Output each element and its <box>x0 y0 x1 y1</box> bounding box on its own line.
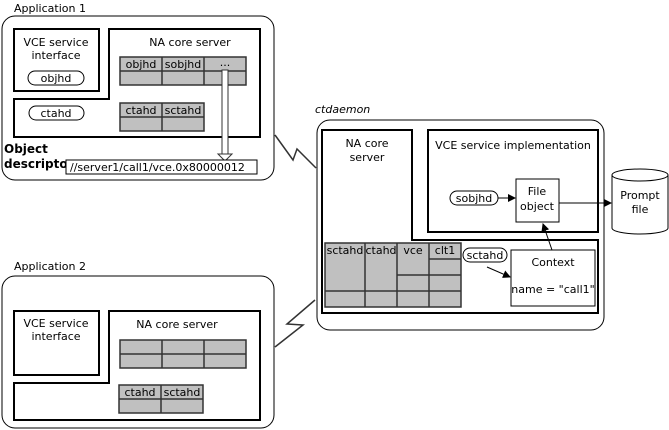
sctahd-pill <box>462 247 508 263</box>
connection-line-app1 <box>274 134 317 169</box>
object-descriptor-field <box>65 159 258 175</box>
table-header: ctahd <box>365 244 396 257</box>
prompt-file-cylinder: Prompt file <box>611 168 669 235</box>
table-header: ctahd <box>124 386 155 399</box>
app2-vce-label-1: VCE service <box>23 317 88 330</box>
sobjhd-label: sobjhd <box>456 192 492 205</box>
object-descriptor-label-1: Object <box>4 142 48 156</box>
file-object-label-2: object <box>520 200 555 213</box>
app1-na-core-label: NA core server <box>149 36 231 49</box>
ctdaemon: ctdaemon NA core server VCE service impl… <box>315 103 612 331</box>
file-object-label-1: File <box>528 185 547 198</box>
app1-vce-label-1: VCE service <box>23 36 88 49</box>
arrow-context-to-file <box>541 223 553 251</box>
table-header: sctahd <box>164 386 201 399</box>
vce-impl-label: VCE service implementation <box>435 139 591 152</box>
table-header: vce <box>403 244 423 257</box>
file-object-box <box>515 178 560 223</box>
table-header: ... <box>220 56 231 69</box>
context-box <box>510 249 596 307</box>
app2-vce-interface <box>13 310 100 376</box>
object-descriptor-value: //server1/call1/vce.0x80000012 <box>70 161 245 174</box>
objhd-label: objhd <box>41 72 72 85</box>
table-header: clt1 <box>435 244 455 257</box>
ctdaemon-na-core-label-1: NA core <box>345 137 388 150</box>
ctdaemon-title: ctdaemon <box>315 103 370 116</box>
arrow-sctahd-to-context <box>486 266 511 278</box>
app1-title: Application 1 <box>14 2 86 15</box>
ctdaemon-na-core-label-2: server <box>350 151 385 164</box>
context-name: name = "call1" <box>511 283 594 296</box>
application-1: Application 1 VCE service interface objh… <box>1 2 275 181</box>
context-title: Context <box>531 256 575 269</box>
hollow-arrow-down <box>216 69 234 162</box>
sctahd-label: sctahd <box>467 249 504 262</box>
app2-vce-label-2: interface <box>31 330 80 343</box>
table-header: sobjhd <box>165 58 201 71</box>
object-descriptor-label-2: descriptor <box>4 157 74 171</box>
prompt-file-label-1: Prompt <box>620 189 660 202</box>
app1-vce-label-2: interface <box>31 49 80 62</box>
ctahd-pill <box>28 105 85 121</box>
app2-table1 <box>119 339 247 369</box>
prompt-file-label-2: file <box>632 203 649 216</box>
connection-line-app2 <box>274 299 316 348</box>
app2-na-core-label: NA core server <box>136 318 218 331</box>
app1-table2: ctahd sctahd <box>119 102 205 132</box>
table-header: sctahd <box>165 104 202 117</box>
table-header: objhd <box>126 58 157 71</box>
ctdaemon-table: sctahd ctahd vce clt1 <box>324 242 462 308</box>
app2-title: Application 2 <box>14 260 86 273</box>
ctahd-label: ctahd <box>40 107 71 120</box>
application-2: Application 2 VCE service interface NA c… <box>1 260 275 429</box>
table-header: ctahd <box>125 104 156 117</box>
table-header: sctahd <box>327 244 364 257</box>
objhd-pill <box>27 70 85 86</box>
app2-table2: ctahd sctahd <box>118 384 204 414</box>
vce-service-implementation <box>427 129 599 233</box>
